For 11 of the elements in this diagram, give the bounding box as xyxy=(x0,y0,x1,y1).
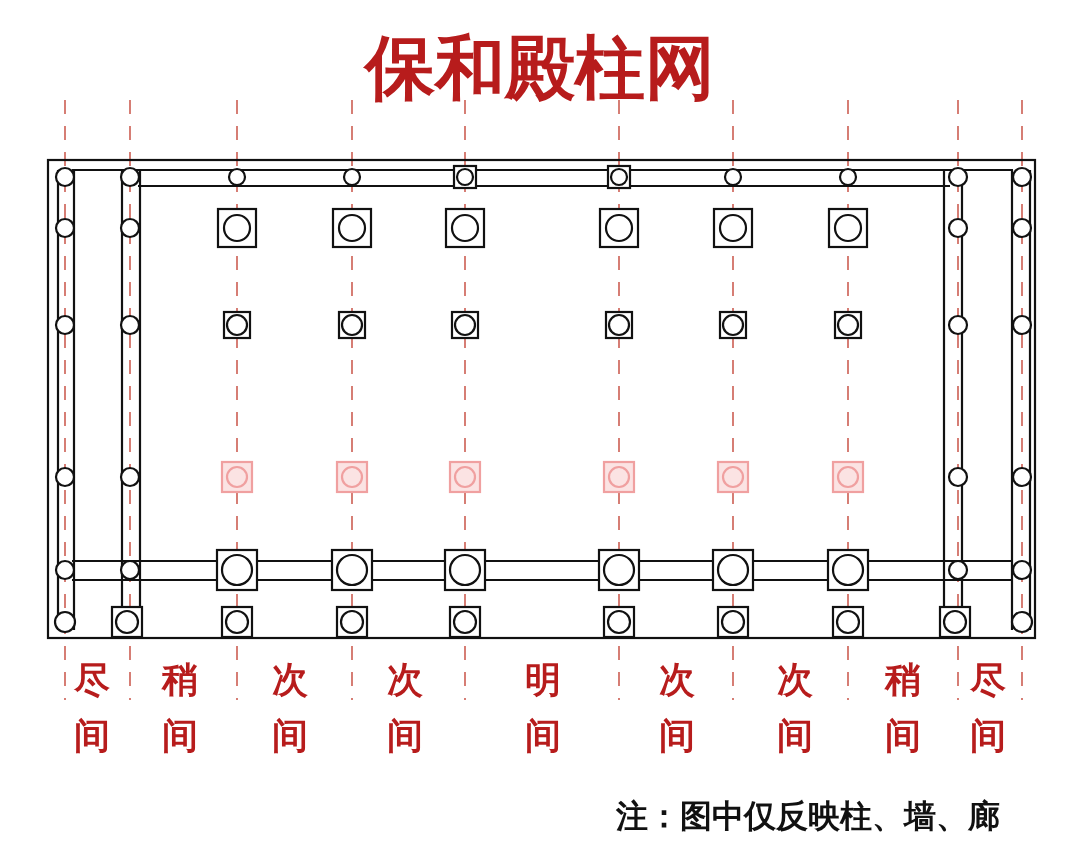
bay-label: 尽间 xyxy=(969,658,1007,758)
bay-label: 次间 xyxy=(271,658,309,758)
note-text: 注：图中仅反映柱、墙、廊 xyxy=(616,796,1000,837)
bay-label: 明间 xyxy=(524,658,562,758)
bay-label: 稍间 xyxy=(883,658,922,758)
bay-label: 次间 xyxy=(386,658,424,758)
title: 保和殿柱网 xyxy=(362,28,716,108)
bay-label: 次间 xyxy=(658,658,696,758)
bay-label: 尽间 xyxy=(73,658,111,758)
bay-label: 稍间 xyxy=(160,658,199,758)
bay-label: 次间 xyxy=(776,658,814,758)
